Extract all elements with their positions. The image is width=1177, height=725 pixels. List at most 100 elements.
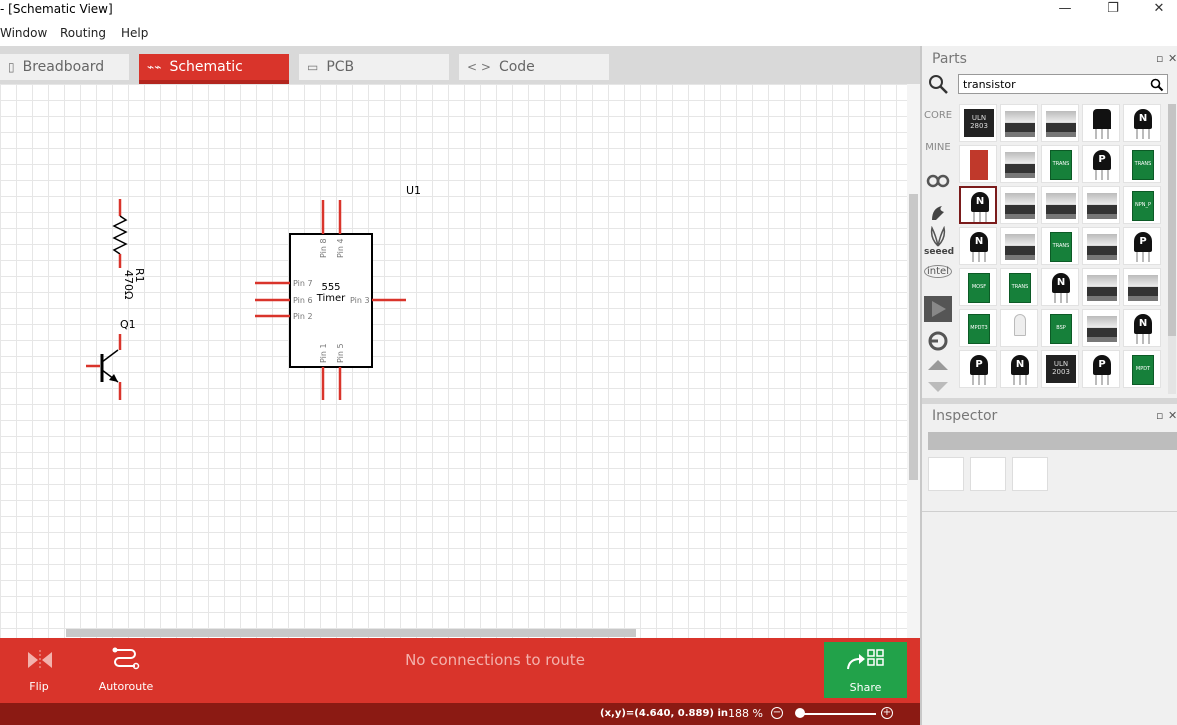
up-arrow-icon[interactable] [924,358,952,372]
part-tile[interactable]: TRANS [1041,227,1079,265]
part-letter: N [970,232,988,252]
part-tile[interactable]: MOSF [959,268,997,306]
timer-title-1: 555 [321,282,340,293]
tab-pcb[interactable]: ▭ PCB [299,54,449,80]
part-tile[interactable]: TRANS [1123,145,1161,183]
schematic-canvas[interactable]: R1 470Ω Q1 U1 [0,84,907,638]
vertical-scroll-thumb[interactable] [909,194,918,480]
part-package-icon [1087,193,1117,219]
part-letter: N [971,192,989,212]
part-tile[interactable]: MPDT3 [959,309,997,347]
part-tile[interactable]: ULN 2803 [959,104,997,142]
parts-search-input[interactable] [958,74,1168,94]
search-submit-icon[interactable] [1150,78,1164,92]
inspector-separator [922,511,1177,512]
timer-ref: U1 [406,184,421,197]
horizontal-scrollbar[interactable] [0,626,907,638]
part-tile[interactable]: N [1000,350,1038,388]
part-board-label: MOSF [968,273,990,303]
part-tile[interactable]: NPN_P [1123,186,1161,224]
part-tile[interactable]: P [1082,145,1120,183]
pin-label: Pin 8 [319,238,328,258]
part-tile[interactable]: P [959,350,997,388]
parts-scrollbar[interactable] [1168,104,1176,394]
inspector-close-button[interactable]: ✕ [1168,409,1177,422]
part-tile[interactable] [1000,104,1038,142]
part-tile[interactable]: BSP [1041,309,1079,347]
bin-core[interactable]: CORE [924,110,953,121]
autoroute-button[interactable]: Autoroute [96,638,156,703]
part-tile[interactable]: TRANS [1000,268,1038,306]
part-tile[interactable]: N [1123,104,1161,142]
sparkfun-icon[interactable] [924,200,952,224]
intel-icon[interactable]: intel [924,265,952,286]
menu-help[interactable]: Help [121,26,149,40]
part-tile[interactable]: N [959,227,997,265]
part-tile[interactable] [1000,309,1038,347]
part-tile[interactable] [1041,104,1079,142]
part-tile[interactable] [1041,186,1079,224]
main-view: ▯ Breadboard ⌁⌁ Schematic ▭ PCB < > Code [0,46,920,638]
part-tile[interactable] [1123,268,1161,306]
part-package-icon [1087,234,1117,260]
bottom-toolbar: Flip Autoroute No connections to route S… [0,638,920,703]
part-tile[interactable] [1082,186,1120,224]
part-tile[interactable]: TRANS [1041,145,1079,183]
timer-555[interactable] [255,200,406,400]
menu-window[interactable]: Window [0,26,48,40]
flip-button[interactable]: Flip [14,638,64,703]
part-tile[interactable] [1082,309,1120,347]
bin-mine[interactable]: MINE [925,142,951,153]
snootlab-icon[interactable] [924,330,952,352]
part-tile[interactable]: N [959,186,997,224]
seeed-icon[interactable]: seeed [924,225,954,260]
part-tile[interactable] [959,145,997,183]
menu-routing[interactable]: Routing [60,26,107,40]
part-tile[interactable]: MPDT [1123,350,1161,388]
inspector-float-button[interactable]: ▫ [1156,409,1164,422]
play-icon[interactable] [924,296,952,322]
search-icon[interactable] [928,74,950,96]
part-letter: N [1134,314,1152,334]
pin-label: Pin 7 [293,279,313,288]
parts-scroll-thumb[interactable] [1168,104,1176,336]
part-tile[interactable]: P [1123,227,1161,265]
part-tile[interactable] [1000,145,1038,183]
horizontal-scroll-thumb[interactable] [66,629,636,637]
maximize-button[interactable]: ❐ [1107,1,1119,16]
window-title: - [Schematic View] [0,2,113,16]
zoom-slider[interactable] [796,713,876,715]
parts-float-button[interactable]: ▫ [1156,52,1164,65]
zoom-slider-handle[interactable] [795,708,805,718]
close-button[interactable]: ✕ [1153,1,1165,16]
pin-label: Pin 6 [293,296,313,305]
down-arrow-icon[interactable] [924,380,952,394]
vertical-scrollbar[interactable] [907,84,920,638]
tab-breadboard[interactable]: ▯ Breadboard [0,54,129,80]
part-tile[interactable] [1082,268,1120,306]
resistor-r1[interactable] [112,199,128,268]
minimize-button[interactable]: — [1058,1,1072,16]
tab-schematic[interactable]: ⌁⌁ Schematic [139,54,289,84]
part-tile[interactable]: P [1082,350,1120,388]
part-tile[interactable]: N [1041,268,1079,306]
part-tile[interactable] [1000,186,1038,224]
zoom-in-button[interactable]: + [881,707,893,719]
arduino-icon[interactable] [924,170,952,192]
part-tile[interactable] [1082,104,1120,142]
part-tile[interactable]: ULN 2003 [1041,350,1079,388]
transistor-q1[interactable] [86,334,122,400]
part-tile[interactable]: N [1123,309,1161,347]
parts-close-button[interactable]: ✕ [1168,52,1177,65]
part-board-label: TRANS [1050,150,1072,180]
panel-divider[interactable] [922,398,1177,404]
right-panel: Parts ▫ ✕ CORE MINE [920,46,1177,725]
zoom-out-button[interactable]: − [771,707,783,719]
part-board-label: MPDT3 [968,314,990,344]
tab-code[interactable]: < > Code [459,54,609,80]
tab-label: Breadboard [22,59,105,75]
part-tile[interactable] [1082,227,1120,265]
part-tile[interactable] [1000,227,1038,265]
pin-label: Pin 1 [319,343,328,363]
share-button[interactable]: Share [824,642,907,698]
